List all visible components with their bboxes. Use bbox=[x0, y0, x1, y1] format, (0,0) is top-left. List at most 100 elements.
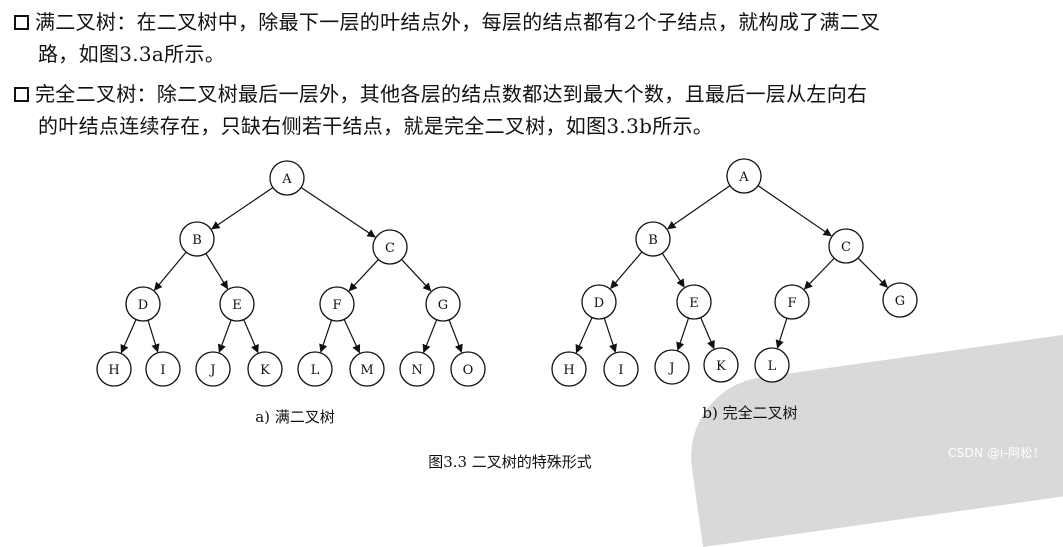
node-circle bbox=[774, 284, 810, 320]
paragraph-complete-binary-tree: 完全二叉树：除二叉树最后一层外，其他各层的结点数都达到最大个数，且最后一层从左向… bbox=[14, 78, 1054, 142]
edge-B-E bbox=[661, 252, 685, 288]
edge-A-B bbox=[211, 187, 274, 230]
node-label: C bbox=[841, 240, 851, 255]
node-B: B bbox=[179, 221, 215, 257]
node-label: K bbox=[260, 363, 270, 378]
node-label: H bbox=[108, 363, 119, 378]
edge-F-M bbox=[343, 319, 361, 354]
node-I: I bbox=[145, 351, 181, 387]
node-circle bbox=[269, 160, 305, 196]
node-circle bbox=[703, 347, 739, 383]
node-circle bbox=[754, 347, 790, 383]
edge-D-I bbox=[147, 320, 160, 353]
node-C: C bbox=[828, 228, 864, 264]
node-circle bbox=[425, 286, 461, 322]
node-D: D bbox=[581, 284, 617, 320]
node-L: L bbox=[297, 351, 333, 387]
node-J: J bbox=[195, 351, 231, 387]
node-L: L bbox=[754, 347, 790, 383]
node-label: H bbox=[563, 363, 574, 378]
node-circle bbox=[581, 284, 617, 320]
node-O: O bbox=[450, 351, 486, 387]
node-circle bbox=[654, 349, 690, 385]
edge-C-F bbox=[348, 259, 379, 292]
edge-E-J bbox=[217, 319, 232, 353]
node-circle bbox=[635, 221, 671, 257]
edge-E-K bbox=[243, 319, 259, 354]
node-N: N bbox=[399, 351, 435, 387]
edge-F-L bbox=[775, 318, 788, 349]
node-A: A bbox=[726, 158, 762, 194]
node-K: K bbox=[247, 351, 283, 387]
node-D: D bbox=[125, 286, 161, 322]
node-label: A bbox=[738, 170, 749, 185]
node-label: D bbox=[594, 296, 604, 311]
edge-A-C bbox=[300, 186, 376, 238]
node-H: H bbox=[551, 351, 587, 387]
tree-a-caption: a) 满二叉树 bbox=[255, 408, 335, 426]
node-I: I bbox=[603, 351, 639, 387]
edge-G-N bbox=[422, 319, 438, 354]
node-label: C bbox=[385, 241, 395, 256]
node-circle bbox=[882, 282, 918, 318]
node-circle bbox=[125, 286, 161, 322]
node-E: E bbox=[676, 284, 712, 320]
node-circle bbox=[551, 351, 587, 387]
node-circle bbox=[450, 351, 486, 387]
node-circle bbox=[603, 351, 639, 387]
edge-A-C bbox=[757, 185, 832, 237]
edge-F-L bbox=[319, 319, 333, 353]
edge-G-O bbox=[448, 319, 463, 353]
node-label: I bbox=[160, 363, 165, 378]
complete-binary-tree: A B C D E F G H I J K L bbox=[551, 158, 918, 387]
watermark-text: CSDN @i-阿松！ bbox=[948, 446, 1045, 460]
binary-tree-figure: A B C D E F G H I J K L M N O A B C D E F G H I J K L a) 满二叉树 b) … bbox=[96, 158, 918, 471]
node-label: D bbox=[138, 298, 148, 313]
paragraph-line: 路，如图3.3a所示。 bbox=[38, 42, 226, 66]
node-G: G bbox=[882, 282, 918, 318]
edge-E-K bbox=[700, 317, 715, 350]
edge-B-E bbox=[205, 253, 229, 290]
node-circle bbox=[372, 229, 408, 265]
tree-b-caption: b) 完全二叉树 bbox=[702, 404, 797, 422]
edge-A-B bbox=[667, 185, 731, 230]
node-label: E bbox=[689, 296, 699, 311]
node-A: A bbox=[269, 160, 305, 196]
node-M: M bbox=[349, 351, 385, 387]
edge-D-H bbox=[120, 319, 137, 354]
node-label: G bbox=[438, 298, 448, 313]
node-label: K bbox=[716, 359, 726, 374]
node-circle bbox=[96, 351, 132, 387]
checkbox-bullet-icon bbox=[14, 15, 29, 30]
edge-C-G bbox=[401, 259, 432, 292]
edge-D-I bbox=[603, 317, 618, 353]
node-C: C bbox=[372, 229, 408, 265]
node-label: O bbox=[463, 363, 474, 378]
edge-E-J bbox=[676, 317, 690, 351]
node-label: L bbox=[768, 359, 777, 374]
node-G: G bbox=[425, 286, 461, 322]
node-label: J bbox=[208, 363, 215, 378]
node-label: I bbox=[618, 363, 623, 378]
paragraph-full-binary-tree: 满二叉树：在二叉树中，除最下一层的叶结点外，每层的结点都有2个子结点，就构成了满… bbox=[14, 6, 1054, 70]
node-F: F bbox=[774, 284, 810, 320]
node-label: F bbox=[332, 298, 341, 313]
node-label: B bbox=[648, 233, 658, 248]
node-label: L bbox=[311, 363, 320, 378]
edge-B-D bbox=[610, 251, 643, 289]
paragraph-line: 满二叉树：在二叉树中，除最下一层的叶结点外，每层的结点都有2个子结点，就构成了满… bbox=[35, 10, 881, 34]
edge-B-D bbox=[153, 251, 187, 291]
node-circle bbox=[349, 351, 385, 387]
node-label: J bbox=[667, 361, 674, 376]
node-circle bbox=[726, 158, 762, 194]
node-label: M bbox=[360, 363, 373, 378]
node-circle bbox=[195, 351, 231, 387]
node-K: K bbox=[703, 347, 739, 383]
paragraph-line: 的叶结点连续存在，只缺右侧若干结点，就是完全二叉树，如图3.3b所示。 bbox=[38, 114, 714, 138]
node-circle bbox=[399, 351, 435, 387]
node-label: G bbox=[895, 294, 905, 309]
node-circle bbox=[145, 351, 181, 387]
node-F: F bbox=[319, 286, 355, 322]
node-H: H bbox=[96, 351, 132, 387]
node-label: N bbox=[411, 363, 422, 378]
